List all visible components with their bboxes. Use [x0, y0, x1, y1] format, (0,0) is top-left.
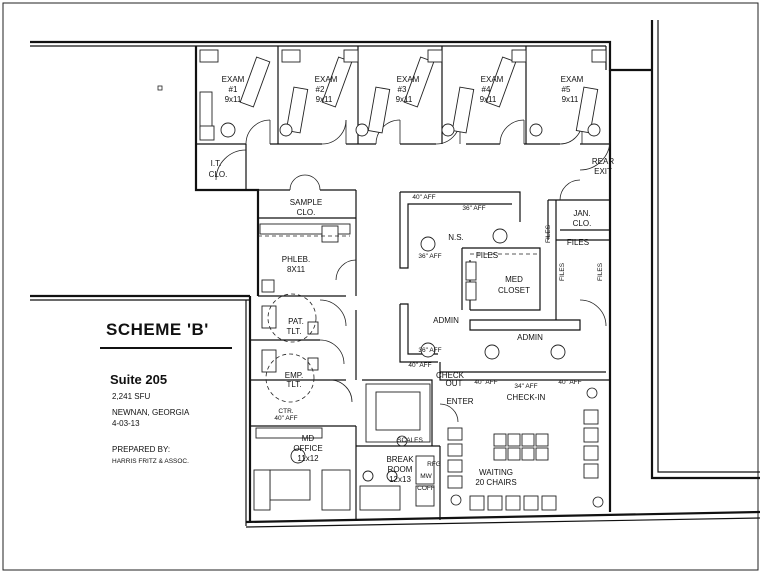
- interior-walls: [250, 139, 611, 520]
- exam2-label-3: 9x11: [316, 95, 333, 104]
- checkin-aff-40a-label: 40" AFF: [474, 379, 497, 386]
- emp-toilet-label-2: TLT.: [287, 380, 302, 389]
- suite-city: NEWNAN, GEORGIA: [112, 408, 190, 417]
- coff-label: COFF: [417, 485, 435, 492]
- annotation-labels: N.S. FILES FILES FILES FILES FILES ADMIN…: [274, 194, 604, 492]
- waiting-label-1: WAITING: [479, 468, 513, 477]
- sample-closet-label-2: CLO.: [297, 208, 316, 217]
- scales-label: SCALES: [397, 437, 423, 444]
- accessibility-circles: [258, 235, 540, 403]
- phleb-label-1: PHLEB.: [282, 255, 310, 264]
- it-closet-label-2: CLO.: [209, 170, 228, 179]
- break-room-label-2: ROOM: [388, 465, 413, 474]
- suite-area: 2,241 SFU: [112, 392, 151, 401]
- page-frame: [2, 2, 759, 571]
- exam2-label-2: #2: [316, 85, 325, 94]
- exam2-label-1: EXAM: [315, 75, 338, 84]
- exam4-label-2: #4: [482, 85, 491, 94]
- it-closet-walls: [195, 144, 247, 190]
- jan-closet-label-2: CLO.: [573, 219, 592, 228]
- exam1-label-2: #1: [229, 85, 238, 94]
- ns-label: N.S.: [448, 233, 464, 242]
- firm-name: HARRIS FRITZ & ASSOC.: [112, 458, 189, 465]
- exam5-label-3: 9x11: [562, 95, 579, 104]
- it-closet-label-1: I.T.: [211, 159, 222, 168]
- files-label-e: FILES: [597, 262, 604, 281]
- md-office-label-3: 11x12: [297, 454, 319, 463]
- checkin-aff-40b-label: 40" AFF: [558, 379, 581, 386]
- ns-aff-36-label: 36" AFF: [462, 205, 485, 212]
- waiting-chairs: [447, 409, 599, 511]
- files-label-d: FILES: [559, 262, 566, 281]
- break-room-label-3: 12x13: [389, 475, 411, 484]
- check-out-label-2: OUT: [446, 379, 463, 388]
- waiting-label-2: 20 CHAIRS: [475, 478, 516, 487]
- mw-label: MW: [420, 473, 432, 480]
- exam-furniture: [199, 49, 607, 141]
- exam5-label-1: EXAM: [561, 75, 584, 84]
- jan-closet-label-1: JAN.: [573, 209, 590, 218]
- med-closet-label-1: MED: [505, 275, 523, 284]
- suite-name: Suite 205: [110, 372, 168, 387]
- admin-label-a: ADMIN: [433, 316, 459, 325]
- room-labels: EXAM #1 9x11 EXAM #2 9x11 EXAM #3 9x11 E…: [209, 75, 615, 487]
- md-office-label-1: MD: [302, 434, 315, 443]
- files-label-c: FILES: [545, 224, 552, 243]
- rear-exit-label-2: EXIT: [594, 167, 612, 176]
- exam4-label-3: 9x11: [480, 95, 497, 104]
- checkin-aff-34-label: 34" AFF: [514, 383, 537, 390]
- files-label-b: FILES: [567, 238, 589, 247]
- ns-aff-40-label: 40" AFF: [412, 194, 435, 201]
- files-label-a: FILES: [476, 251, 498, 260]
- exam3-label-1: EXAM: [397, 75, 420, 84]
- ctr-aff-label: 40" AFF: [274, 415, 297, 422]
- check-in-label: CHECK-IN: [507, 393, 546, 402]
- exam3-label-3: 9x11: [396, 95, 413, 104]
- ns-aff-36b-label: 36" AFF: [418, 253, 441, 260]
- med-closet-label-2: CLOSET: [498, 286, 530, 295]
- rfg-label: RFG: [427, 461, 441, 468]
- exam3-label-2: #3: [398, 85, 407, 94]
- plant-symbols: [157, 85, 604, 508]
- check-out-label-1: CHECK: [436, 371, 465, 380]
- office-furniture: [253, 223, 566, 511]
- prepared-by-label: PREPARED BY:: [112, 445, 171, 454]
- pat-toilet-label-2: TLT.: [287, 327, 302, 336]
- admin-aff-40-label: 40" AFF: [408, 362, 431, 369]
- pat-toilet-label-1: PAT.: [288, 317, 304, 326]
- sample-closet-label-1: SAMPLE: [290, 198, 322, 207]
- admin-aff-36-label: 36" AFF: [418, 347, 441, 354]
- enter-label: ENTER: [446, 397, 473, 406]
- ctr-label: CTR.: [278, 408, 293, 415]
- scheme-underline: [100, 347, 232, 349]
- exam1-label-1: EXAM: [222, 75, 245, 84]
- emp-toilet-label-1: EMP.: [285, 371, 304, 380]
- exam4-label-1: EXAM: [481, 75, 504, 84]
- rear-exit-label-1: REAR: [592, 157, 614, 166]
- scheme-title: SCHEME 'B': [106, 320, 209, 339]
- plan-date: 4-03-13: [112, 419, 140, 428]
- admin-label-b: ADMIN: [517, 333, 543, 342]
- exam1-label-3: 9x11: [225, 95, 242, 104]
- exam5-label-2: #5: [562, 85, 571, 94]
- break-room-label-1: BREAK: [386, 455, 414, 464]
- md-office-label-2: OFFICE: [293, 444, 322, 453]
- phleb-label-2: 8X11: [287, 265, 306, 274]
